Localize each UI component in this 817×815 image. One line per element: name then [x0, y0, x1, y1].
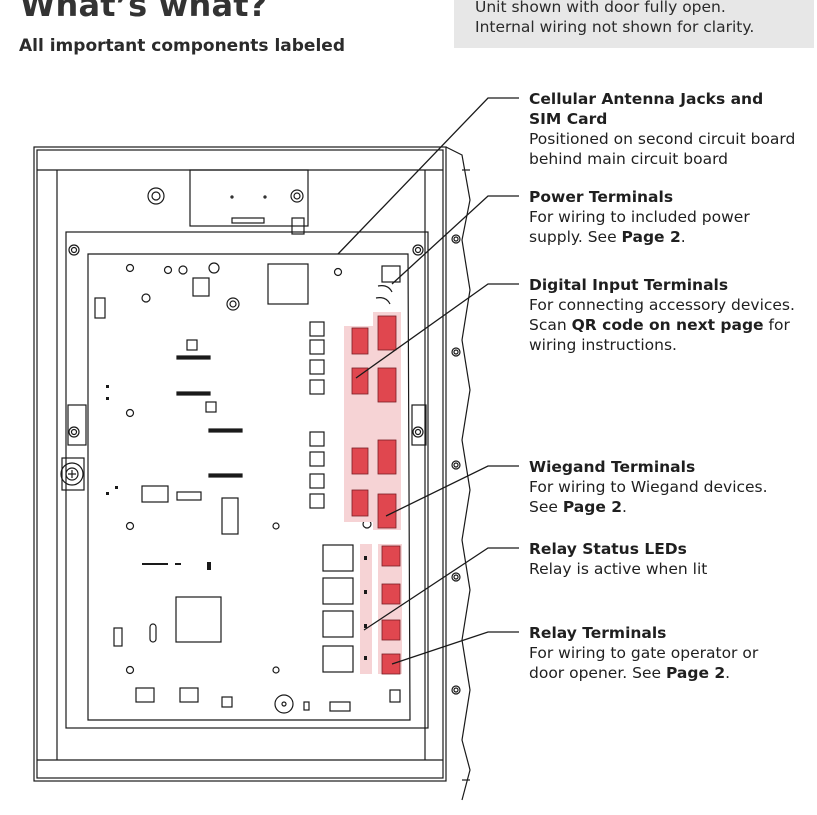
callout-power: Power Terminals For wiring to included p… [529, 187, 814, 247]
cellular-board [147, 169, 309, 235]
leader-lines [337, 97, 519, 665]
callout-power-desc-2-post: . [680, 228, 686, 246]
note-line-2: Internal wiring not shown for clarity. [475, 18, 755, 36]
leader-power [391, 195, 519, 285]
callout-cellular-title-2: SIM Card [529, 110, 608, 128]
leader-relay-leds [363, 547, 519, 631]
callout-digital-desc-1: For connecting accessory devices. [529, 296, 795, 314]
leader-wiegand [385, 465, 519, 517]
enclosure-frame [33, 146, 471, 801]
callout-relay-terminals: Relay Terminals For wiring to gate opera… [529, 623, 814, 683]
mounting-plate [60, 231, 429, 729]
callout-cellular-desc-2: behind main circuit board [529, 150, 729, 168]
callout-digital: Digital Input Terminals For connecting a… [529, 275, 814, 355]
callout-digital-title: Digital Input Terminals [529, 276, 729, 294]
callout-power-title: Power Terminals [529, 188, 674, 206]
note-line-1: Unit shown with door fully open. [475, 0, 726, 16]
callout-digital-desc-3: wiring instructions. [529, 336, 677, 354]
callout-wiegand-title: Wiegand Terminals [529, 458, 696, 476]
callout-cellular-title-1: Cellular Antenna Jacks and [529, 90, 764, 108]
callout-digital-qr-ref: QR code on next page [571, 316, 764, 334]
callout-cellular-desc-1: Positioned on second circuit board [529, 130, 796, 148]
callout-relay-terminals-desc-2-post: . [725, 664, 731, 682]
callout-relay-leds: Relay Status LEDs Relay is active when l… [529, 539, 814, 579]
callout-digital-desc-2-pre: Scan [529, 316, 572, 334]
terminal-blocks [351, 315, 401, 675]
callout-relay-terminals-page-ref: Page 2 [665, 664, 726, 682]
callout-relay-terminals-desc-2: door opener. See Page 2. [529, 663, 814, 683]
callout-power-desc-2: supply. See Page 2. [529, 227, 814, 247]
callout-wiegand-desc-2: See Page 2. [529, 497, 814, 517]
callout-power-desc-2-pre: supply. See [529, 228, 622, 246]
callout-digital-desc-2: Scan QR code on next page for [529, 315, 814, 335]
callout-wiegand-desc-1: For wiring to Wiegand devices. [529, 478, 768, 496]
callout-relay-terminals-desc-1: For wiring to gate operator or [529, 644, 759, 662]
callout-wiegand-page-ref: Page 2 [562, 498, 623, 516]
page-title: What’s what? [20, 0, 268, 24]
board-markings [106, 385, 211, 570]
callout-power-desc-1: For wiring to included power [529, 208, 750, 226]
callout-relay-leds-desc-1: Relay is active when lit [529, 560, 708, 578]
callout-relay-terminals-title: Relay Terminals [529, 624, 667, 642]
door-hinge-screws [451, 234, 461, 695]
callout-digital-desc-2-post: for [763, 316, 790, 334]
callout-wiegand: Wiegand Terminals For wiring to Wiegand … [529, 457, 814, 517]
note-box: Unit shown with door fully open. Interna… [454, 0, 814, 48]
callout-wiegand-desc-2-pre: See [529, 498, 563, 516]
callout-relay-terminals-desc-2-pre: door opener. See [529, 664, 666, 682]
leader-relay-terminals [391, 631, 519, 665]
callout-power-page-ref: Page 2 [621, 228, 681, 246]
page-subtitle: All important components labeled [19, 36, 345, 56]
callout-cellular: Cellular Antenna Jacks and SIM Card Posi… [529, 89, 814, 169]
leader-cellular [337, 97, 519, 255]
callout-wiegand-desc-2-post: . [622, 498, 627, 516]
callout-relay-leds-title: Relay Status LEDs [529, 540, 687, 558]
main-circuit-board [87, 253, 411, 721]
leader-digital [355, 283, 519, 379]
relay-status-leds [364, 556, 367, 660]
